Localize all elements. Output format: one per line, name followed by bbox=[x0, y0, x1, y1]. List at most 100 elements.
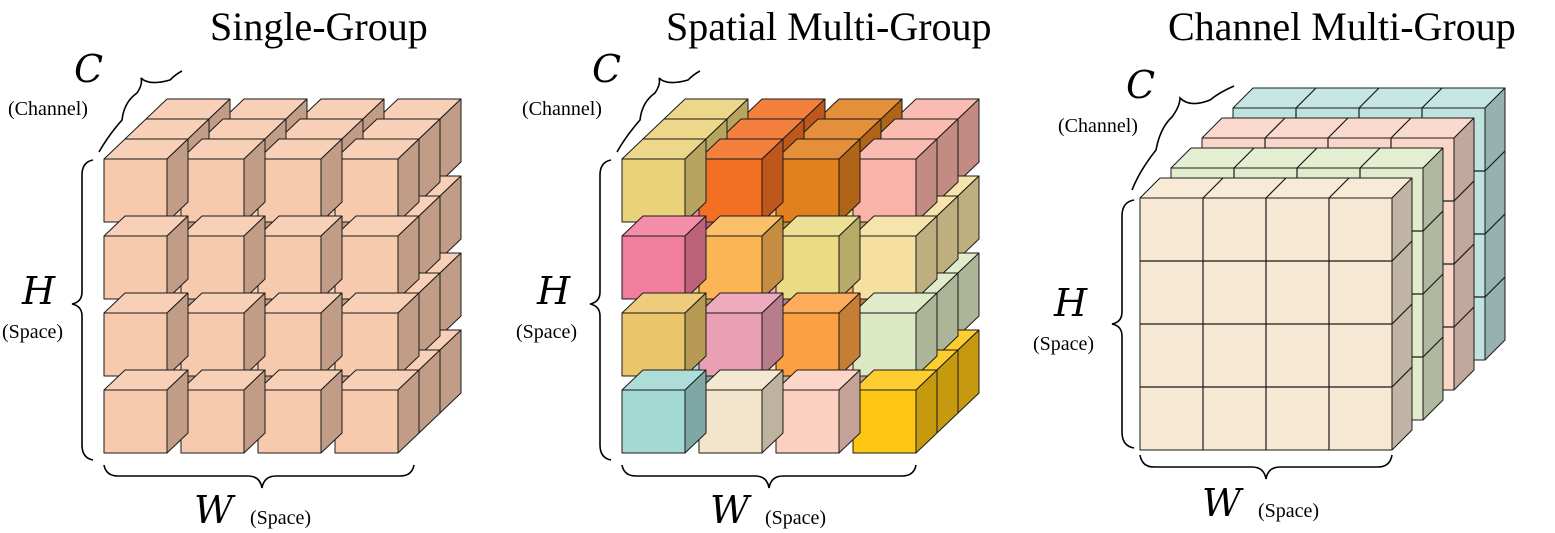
cube-front-face bbox=[103, 235, 168, 300]
grid-line bbox=[1391, 303, 1413, 325]
cube bbox=[852, 369, 938, 454]
panel-channel-multi-group: Channel Multi-Group C (Channel) H (Space… bbox=[1033, 4, 1516, 525]
cube-front-face bbox=[852, 235, 917, 300]
height-brace bbox=[1111, 199, 1135, 449]
cube bbox=[698, 292, 784, 377]
cube bbox=[334, 292, 420, 377]
height-label: (Space) bbox=[1033, 333, 1094, 355]
cube bbox=[180, 138, 266, 223]
panel-single-group: Single-Group C (Channel) H (Space) W (Sp… bbox=[2, 4, 462, 532]
grid-line bbox=[1453, 243, 1475, 265]
grid-line bbox=[1484, 276, 1506, 298]
cube bbox=[852, 215, 938, 300]
channel-brace bbox=[616, 70, 701, 153]
cube-front-face bbox=[621, 158, 686, 223]
cube-grid-spatial-multi-group bbox=[621, 98, 980, 454]
cube-front-face bbox=[103, 312, 168, 377]
cube bbox=[180, 369, 266, 454]
height-symbol: H bbox=[21, 269, 56, 313]
cube bbox=[334, 138, 420, 223]
cube bbox=[103, 369, 189, 454]
grid-line bbox=[1484, 150, 1506, 172]
cube bbox=[180, 292, 266, 377]
cube bbox=[103, 138, 189, 223]
grid-line bbox=[1295, 87, 1317, 109]
cube-front-face bbox=[257, 235, 322, 300]
width-symbol: W bbox=[194, 488, 236, 532]
cube-front-face bbox=[621, 389, 686, 454]
cube bbox=[257, 292, 343, 377]
cube-front-face bbox=[775, 235, 840, 300]
grid-line bbox=[1422, 210, 1444, 232]
grid-line bbox=[1453, 306, 1475, 328]
channel-label: (Channel) bbox=[8, 98, 88, 120]
stacked-planes-channel-multi-group bbox=[1139, 87, 1506, 451]
cube bbox=[698, 369, 784, 454]
height-symbol: H bbox=[536, 269, 571, 313]
width-brace bbox=[621, 464, 917, 489]
cube-front-face bbox=[180, 389, 245, 454]
height-symbol: H bbox=[1053, 281, 1088, 325]
cube bbox=[775, 292, 861, 377]
cube-front-face bbox=[334, 312, 399, 377]
cube bbox=[621, 369, 707, 454]
channel-symbol: C bbox=[1126, 63, 1155, 107]
cube bbox=[621, 215, 707, 300]
cube bbox=[257, 215, 343, 300]
grid-line bbox=[1421, 87, 1443, 109]
width-symbol: W bbox=[710, 488, 752, 532]
cube bbox=[621, 138, 707, 223]
height-label: (Space) bbox=[516, 321, 577, 343]
cube-front-face bbox=[257, 312, 322, 377]
cube bbox=[852, 138, 938, 223]
cube-front-face bbox=[775, 158, 840, 223]
cube-front-face bbox=[698, 235, 763, 300]
channel-brace bbox=[1131, 85, 1235, 191]
cube bbox=[621, 292, 707, 377]
grid-line bbox=[1391, 240, 1413, 262]
grid-line bbox=[1296, 147, 1318, 169]
cube-front-face bbox=[621, 312, 686, 377]
grid-line bbox=[1391, 366, 1413, 388]
cube-front-face bbox=[257, 389, 322, 454]
cube bbox=[334, 215, 420, 300]
channel-label: (Channel) bbox=[522, 98, 602, 120]
cube-front-face bbox=[621, 235, 686, 300]
width-brace bbox=[103, 464, 415, 489]
cube bbox=[257, 369, 343, 454]
width-symbol: W bbox=[1202, 481, 1244, 525]
grid-line bbox=[1484, 213, 1506, 235]
grid-line bbox=[1265, 177, 1287, 199]
cube bbox=[103, 292, 189, 377]
channel-group-plane bbox=[1139, 177, 1413, 451]
cube-front-face bbox=[103, 389, 168, 454]
cube-front-face bbox=[852, 158, 917, 223]
grid-line bbox=[1328, 177, 1350, 199]
grid-line bbox=[1202, 177, 1224, 199]
grid-line bbox=[1233, 147, 1255, 169]
height-label: (Space) bbox=[2, 321, 63, 343]
cube bbox=[775, 215, 861, 300]
cube-front-face bbox=[180, 235, 245, 300]
cube bbox=[334, 369, 420, 454]
width-brace bbox=[1139, 454, 1393, 480]
channel-symbol: C bbox=[74, 47, 103, 91]
channel-brace bbox=[98, 70, 183, 153]
cube bbox=[180, 215, 266, 300]
panel-spatial-multi-group: Spatial Multi-Group C (Channel) H (Space… bbox=[516, 4, 992, 532]
grid-line bbox=[1358, 87, 1380, 109]
grid-line bbox=[1453, 180, 1475, 202]
cube bbox=[775, 138, 861, 223]
cube-front-face bbox=[852, 389, 917, 454]
cube bbox=[103, 215, 189, 300]
cube bbox=[852, 292, 938, 377]
grid-line bbox=[1422, 273, 1444, 295]
cube-front-face bbox=[334, 235, 399, 300]
cube bbox=[775, 369, 861, 454]
cube-front-face bbox=[334, 389, 399, 454]
width-label: (Space) bbox=[1258, 500, 1319, 522]
grid-line bbox=[1359, 147, 1381, 169]
cube-grid-single-group bbox=[103, 98, 462, 454]
height-brace bbox=[71, 159, 94, 461]
